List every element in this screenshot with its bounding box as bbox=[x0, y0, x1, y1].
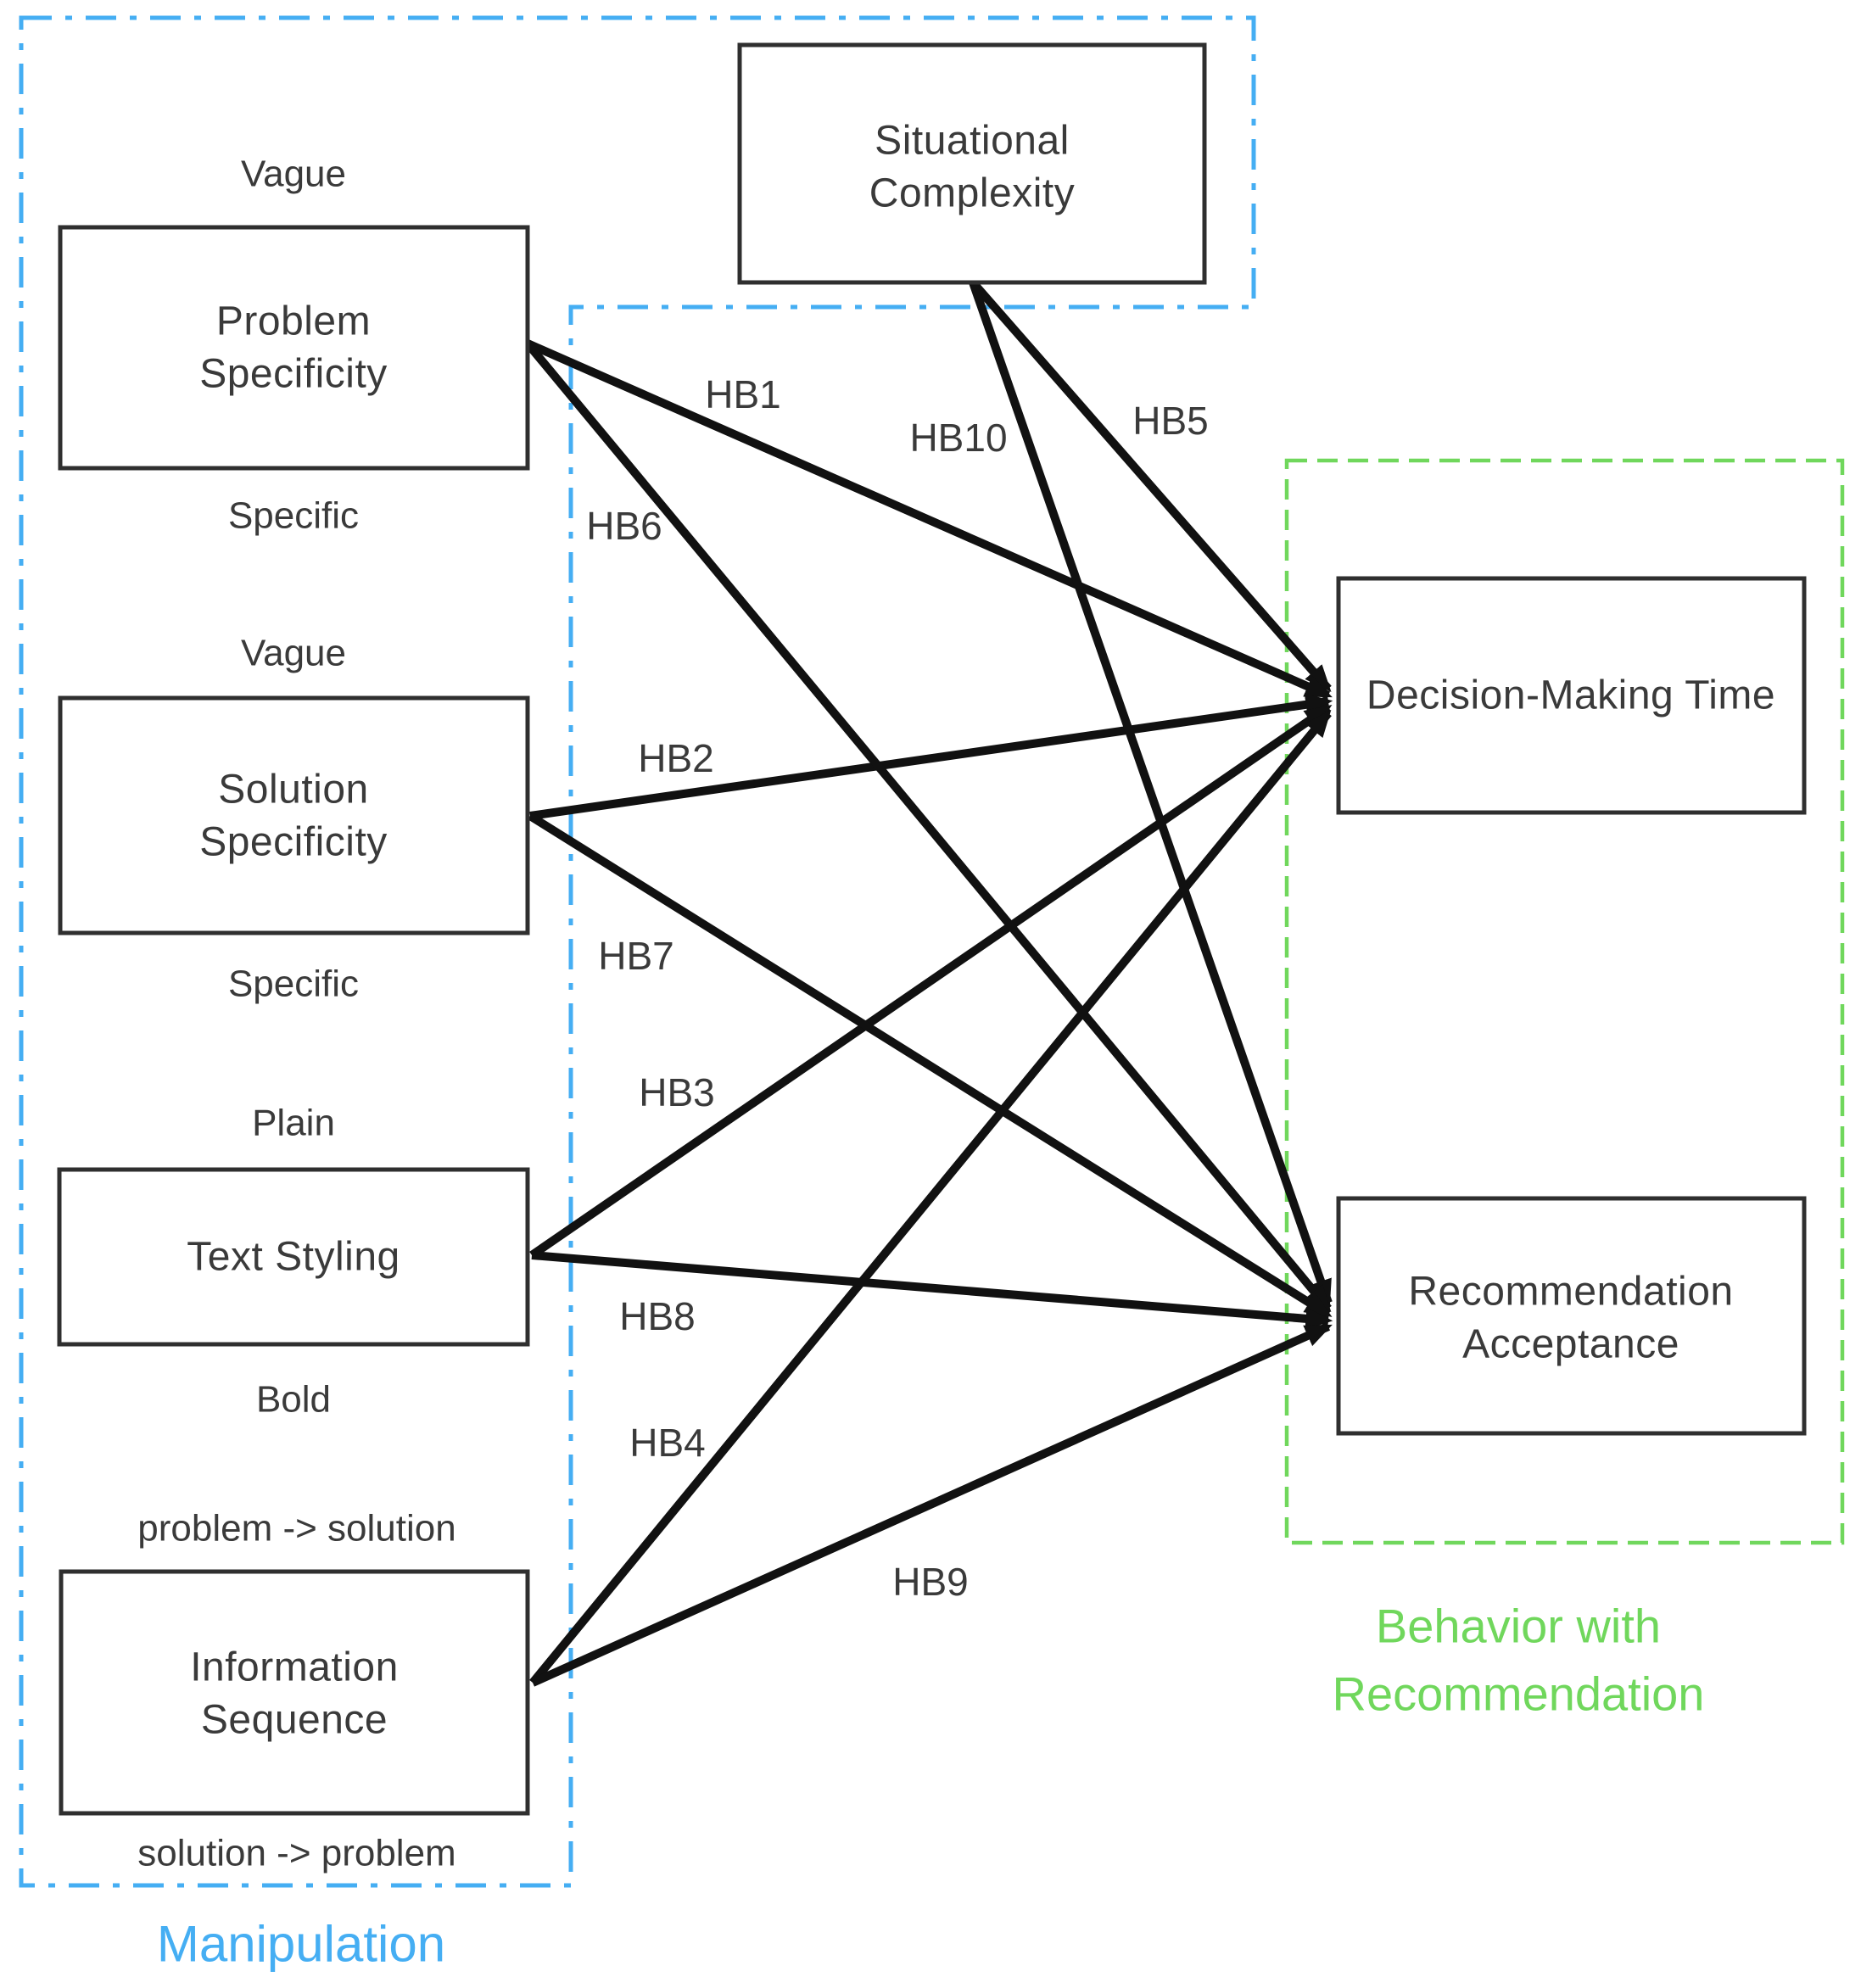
node-decision-making-time bbox=[1336, 576, 1807, 815]
edge-hb9 bbox=[530, 1322, 1333, 1687]
edge-label-hb5: HB5 bbox=[1132, 399, 1208, 443]
edge-label-hb6: HB6 bbox=[586, 504, 662, 548]
node-decision-making-time-label-line1: Decision-Making Time bbox=[1366, 673, 1775, 718]
nodes: Situational Complexity Vague Problem Spe… bbox=[57, 42, 1807, 1874]
node-problem-specificity bbox=[58, 225, 530, 471]
solution-specificity-top-anchor-label: Vague bbox=[241, 633, 346, 674]
problem-specificity-bottom-anchor-label: Specific bbox=[228, 495, 359, 537]
node-information-sequence-label-line1: Information bbox=[190, 1645, 399, 1690]
information-sequence-bottom-anchor-label: solution -> problem bbox=[137, 1833, 455, 1874]
edge-label-hb7: HB7 bbox=[598, 934, 673, 978]
behavior-region-border bbox=[1284, 458, 1845, 1545]
information-sequence-top-anchor-label: problem -> solution bbox=[137, 1508, 455, 1550]
node-solution-specificity-label-line1: Solution bbox=[218, 768, 368, 813]
node-recommendation-acceptance-label-line1: Recommendation bbox=[1408, 1270, 1733, 1315]
edge-hb8 bbox=[531, 1251, 1333, 1331]
node-solution-specificity bbox=[58, 695, 530, 935]
manipulation-region-label: Manipulation bbox=[157, 1916, 445, 1973]
edge-labels: HB1 HB2 HB3 HB4 HB5 HB6 HB7 HB8 HB9 HB10 bbox=[586, 372, 1208, 1604]
behavior-region-label-line2: Recommendation bbox=[1333, 1667, 1705, 1721]
edge-hb6 bbox=[524, 340, 1332, 1313]
node-recommendation-acceptance bbox=[1336, 1196, 1807, 1436]
text-styling-bottom-anchor-label: Bold bbox=[256, 1379, 331, 1421]
node-text-styling bbox=[57, 1167, 530, 1347]
edge-label-hb10: HB10 bbox=[909, 416, 1007, 460]
edge-label-hb2: HB2 bbox=[638, 736, 713, 780]
node-solution-specificity-label-line2: Specificity bbox=[199, 820, 388, 865]
edge-label-hb4: HB4 bbox=[629, 1421, 705, 1465]
node-problem-specificity-label-line2: Specificity bbox=[199, 352, 388, 397]
node-information-sequence bbox=[59, 1569, 530, 1816]
node-situational-complexity-label-line2: Complexity bbox=[869, 171, 1075, 216]
edges bbox=[524, 279, 1333, 1687]
solution-specificity-bottom-anchor-label: Specific bbox=[228, 963, 359, 1005]
edge-label-hb1: HB1 bbox=[705, 372, 780, 416]
node-recommendation-acceptance-label-line2: Acceptance bbox=[1462, 1322, 1679, 1367]
manipulation-region-border bbox=[19, 15, 1256, 1888]
edge-hb5 bbox=[970, 279, 1332, 693]
edge-hb4 bbox=[529, 709, 1332, 1686]
problem-specificity-top-anchor-label: Vague bbox=[241, 154, 346, 195]
node-situational-complexity bbox=[737, 42, 1207, 285]
node-text-styling-label-line1: Text Styling bbox=[187, 1235, 400, 1280]
node-problem-specificity-label-line1: Problem bbox=[216, 299, 371, 344]
text-styling-top-anchor-label: Plain bbox=[252, 1103, 335, 1144]
edge-hb1 bbox=[525, 339, 1333, 700]
edge-label-hb3: HB3 bbox=[639, 1070, 714, 1114]
edge-label-hb8: HB8 bbox=[619, 1294, 695, 1338]
edge-hb7 bbox=[528, 812, 1333, 1319]
edge-hb10 bbox=[969, 281, 1333, 1308]
node-information-sequence-label-line2: Sequence bbox=[201, 1698, 388, 1743]
edge-hb3 bbox=[529, 703, 1333, 1259]
edge-label-hb9: HB9 bbox=[892, 1560, 968, 1604]
node-situational-complexity-label-line1: Situational bbox=[875, 119, 1070, 164]
edge-hb2 bbox=[529, 693, 1333, 820]
behavior-region-label-line1: Behavior with bbox=[1376, 1600, 1661, 1653]
